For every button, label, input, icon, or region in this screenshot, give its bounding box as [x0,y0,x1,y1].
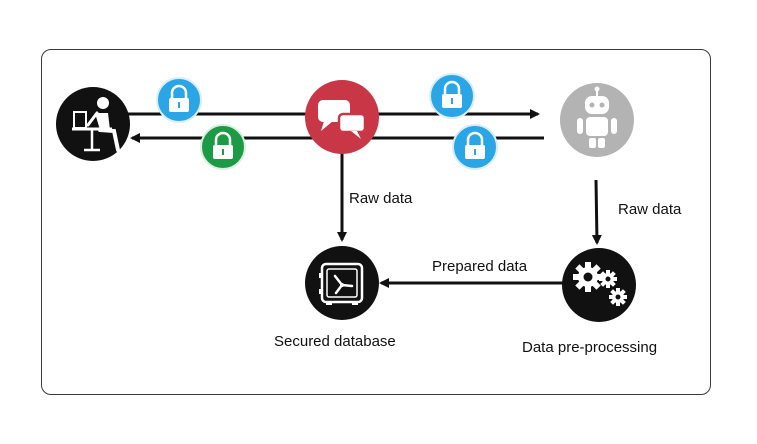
lock-icon [169,84,189,112]
chat-bubbles-icon [318,100,367,139]
lock-badge-1 [156,77,202,123]
bot-node [560,83,634,157]
preprocessing-node [562,248,636,322]
prepared-data-label: Prepared data [432,258,528,275]
diagram-frame [41,49,711,395]
chat-node [305,80,379,154]
database-node [305,246,379,320]
user-laptop-icon [72,97,120,152]
lock-icon [442,80,462,108]
robot-icon [577,86,617,148]
raw-data-label-right: Raw data [618,201,682,218]
user-node [56,87,130,161]
lock-icon [465,131,485,159]
raw-data-label-left: Raw data [349,190,413,207]
data-preprocessing-label: Data pre-processing [522,339,658,356]
secured-database-label: Secured database [274,333,396,350]
arrow-bot-to-preprocessing [591,179,602,245]
lock-badge-2 [200,124,246,170]
lock-badge-3 [429,73,475,119]
lock-icon [213,131,233,159]
lock-badge-4 [452,124,498,170]
gears-icon [573,262,627,306]
vault-icon [319,262,364,305]
